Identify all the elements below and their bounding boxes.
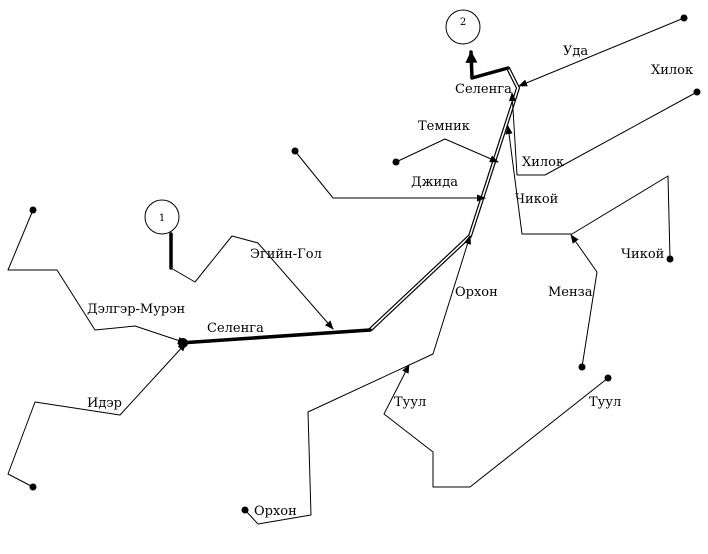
label-tuul-left: Туул <box>394 395 426 410</box>
dzhida-river <box>294 150 486 202</box>
label-ider: Идэр <box>87 396 122 411</box>
label-orkhon-bottom: Орхон <box>254 504 297 519</box>
temnik-river <box>395 138 499 163</box>
node-1-label: 1 <box>159 213 165 224</box>
source-dot <box>29 483 37 491</box>
menza-river <box>570 234 598 368</box>
label-egiin-gol: Эгийн-Гол <box>250 247 322 262</box>
node-2-label: 2 <box>460 17 466 28</box>
delger-muren-river <box>7 209 187 344</box>
label-khilok-top: Хилок <box>651 63 693 78</box>
label-selenga-mid: Селенга <box>207 321 264 336</box>
source-dot <box>241 506 249 514</box>
khilok-river <box>508 91 698 176</box>
label-chikoy-right: Чикой <box>621 247 664 262</box>
source-dot <box>604 374 612 382</box>
label-temnik: Темник <box>418 119 470 134</box>
label-chikoy-mid: Чикой <box>515 192 558 207</box>
uda-river <box>518 17 685 87</box>
chikoy-river <box>505 125 671 260</box>
source-dot <box>693 88 701 96</box>
label-uda: Уда <box>563 44 588 59</box>
source-dot <box>29 206 37 214</box>
source-dot <box>392 158 400 166</box>
label-orkhon-mid: Орхон <box>455 285 498 300</box>
river-labels: Уда Хилок Селенга Темник Хилок Джида Чик… <box>87 44 693 519</box>
label-delger-muren: Дэлгэр-Мурэн <box>87 302 185 317</box>
source-dot <box>291 147 299 155</box>
label-dzhida: Джида <box>411 175 458 190</box>
label-menza: Менза <box>548 285 593 300</box>
label-tuul-right: Туул <box>589 395 621 410</box>
node-1: 1 <box>144 199 180 235</box>
label-selenga-top: Селенга <box>455 82 512 97</box>
source-dot <box>666 255 674 263</box>
tuul-river <box>383 364 609 488</box>
selenga-outlet <box>465 50 510 80</box>
source-dot <box>680 14 688 22</box>
orkhon-river <box>244 235 472 525</box>
selenga-middle-segment <box>178 328 372 345</box>
node-2: 2 <box>445 9 481 45</box>
egiin-gol-river <box>170 235 334 330</box>
confluence-dot <box>178 338 188 348</box>
ider-river <box>7 342 187 488</box>
label-khilok-mid: Хилок <box>522 155 564 170</box>
source-dot <box>578 363 586 371</box>
river-sources <box>29 14 701 514</box>
